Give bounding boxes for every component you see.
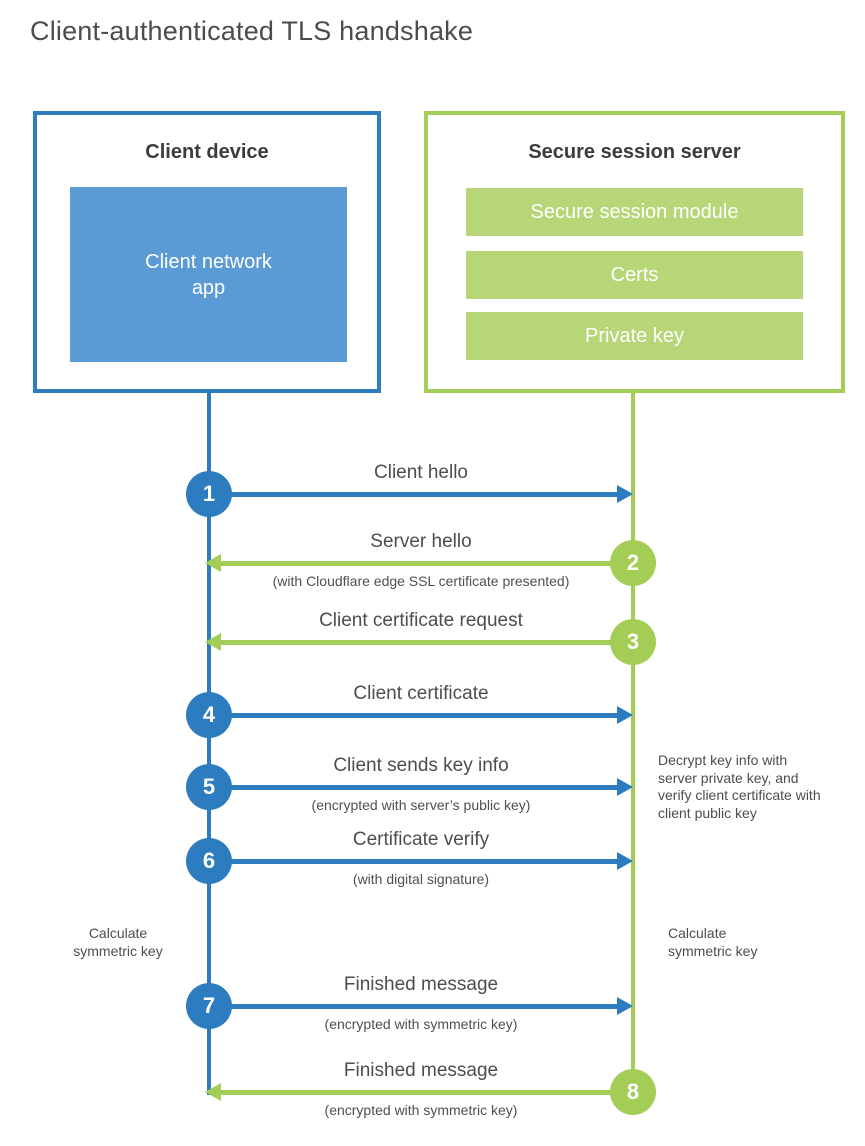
message-sublabel: (encrypted with symmetric key) (324, 1016, 518, 1032)
calc-symmetric-key-client: Calculate symmetric key (73, 925, 163, 959)
message-arrow (221, 640, 633, 645)
step-circle: 6 (186, 838, 232, 884)
server-module-bar: Private key (466, 312, 803, 360)
calc-symmetric-key-server: Calculate symmetric key (668, 925, 758, 959)
arrowhead-left-icon (205, 1083, 221, 1101)
step-circle: 3 (610, 619, 656, 665)
message-arrow (209, 713, 617, 718)
message-label: Client sends key info (333, 755, 509, 776)
arrowhead-right-icon (617, 706, 633, 724)
client-device-title: Client device (145, 141, 269, 163)
message-arrow (221, 561, 633, 566)
step-circle: 7 (186, 983, 232, 1029)
server-module-bar: Secure session module (466, 188, 803, 236)
message-arrow (221, 1090, 633, 1095)
message-sublabel: (with Cloudflare edge SSL certificate pr… (272, 573, 570, 589)
message-arrow (209, 1004, 617, 1009)
arrowhead-right-icon (617, 852, 633, 870)
client-network-app-box: Client network app (70, 187, 347, 362)
message-arrow (209, 492, 617, 497)
server-lifeline (631, 389, 635, 1092)
step-circle: 2 (610, 540, 656, 586)
server-module-bar: Certs (466, 251, 803, 299)
page-title: Client-authenticated TLS handshake (30, 16, 474, 46)
client-lifeline (207, 389, 211, 1095)
message-label: Finished message (343, 974, 499, 995)
decrypt-key-info-note: Decrypt key info with server private key… (658, 752, 821, 821)
step-circle: 8 (610, 1069, 656, 1115)
arrowhead-right-icon (617, 485, 633, 503)
message-label: Client hello (374, 462, 468, 483)
step-circle: 5 (186, 764, 232, 810)
message-arrow (209, 859, 617, 864)
arrowhead-left-icon (205, 554, 221, 572)
message-sublabel: (encrypted with symmetric key) (324, 1102, 518, 1118)
message-label: Client certificate (353, 683, 489, 704)
step-circle: 4 (186, 692, 232, 738)
arrowhead-right-icon (617, 778, 633, 796)
message-sublabel: (encrypted with server’s public key) (311, 797, 531, 813)
message-label: Client certificate request (319, 610, 523, 631)
message-sublabel: (with digital signature) (352, 871, 490, 887)
arrowhead-left-icon (205, 633, 221, 651)
message-label: Finished message (343, 1060, 499, 1081)
secure-session-server-title: Secure session server (528, 141, 741, 163)
message-label: Server hello (370, 531, 472, 552)
message-label: Certificate verify (352, 829, 490, 850)
message-arrow (209, 785, 617, 790)
client-network-app-label: Client network app (145, 250, 272, 299)
step-circle: 1 (186, 471, 232, 517)
arrowhead-right-icon (617, 997, 633, 1015)
